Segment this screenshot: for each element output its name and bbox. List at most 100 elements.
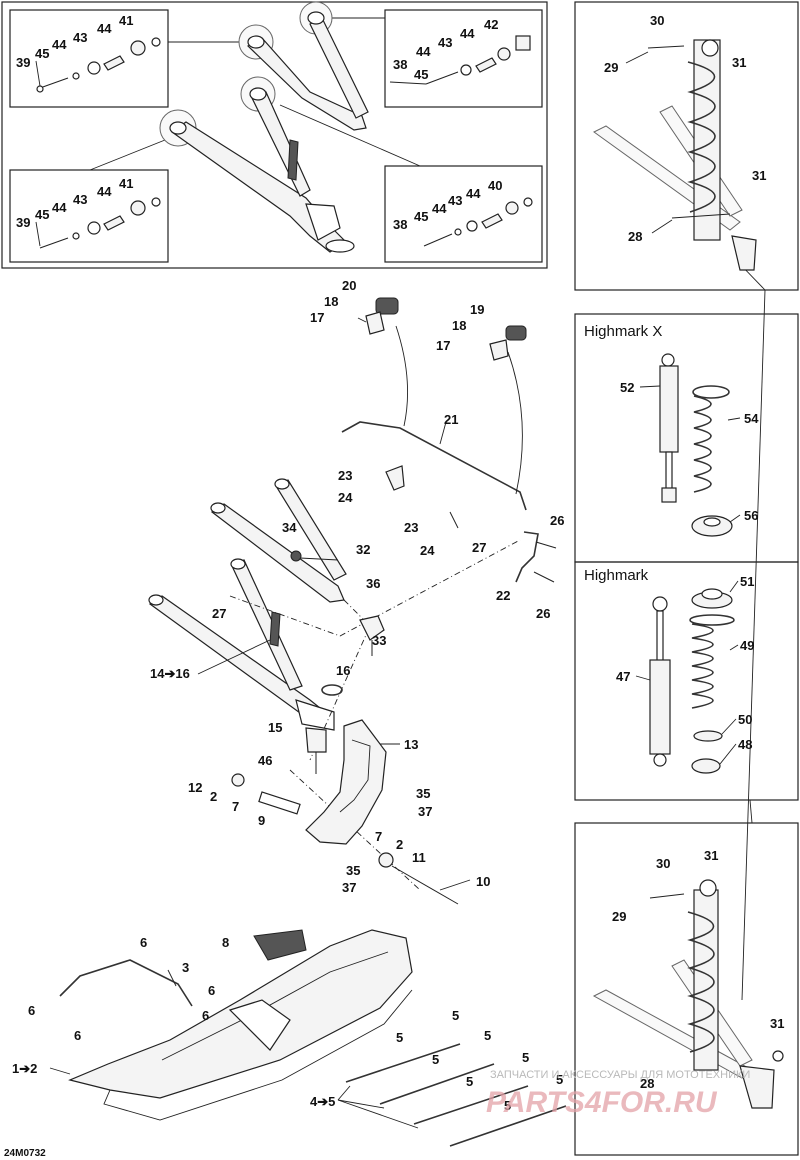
part-label: 32 [356, 542, 370, 557]
part-label: 6 [28, 1003, 35, 1018]
part-label: 31 [752, 168, 766, 183]
part-label: 23 [404, 520, 418, 535]
part-label: 26 [536, 606, 550, 621]
part-label: 48 [738, 737, 752, 752]
part-label: 43 [438, 35, 452, 50]
leader-lines [35, 51, 741, 1129]
part-label: 12 [188, 780, 202, 795]
highmark-spring-cap-drawing [691, 588, 733, 609]
part-label: 16 [336, 663, 350, 678]
shock-top-frame [574, 1, 799, 291]
part-label: 14➔16 [150, 666, 190, 681]
part-label: 52 [620, 380, 634, 395]
part-label: 5 [556, 1072, 563, 1087]
part-label: 5 [484, 1028, 491, 1043]
part-label: 24 [338, 490, 353, 505]
shock-top-drawing [593, 39, 757, 271]
part-label: 24 [420, 543, 435, 558]
part-label: 46 [258, 753, 272, 768]
part-label: 31 [732, 55, 746, 70]
part-label: 15 [268, 720, 282, 735]
highmark-x-frame [574, 313, 799, 563]
watermark-logo: PARTS4FOR.RU [486, 1086, 718, 1119]
shock-bottom-frame [574, 822, 799, 1156]
part-label: 40 [488, 178, 502, 193]
part-label: 39 [16, 215, 30, 230]
shock-bottom-drawing [592, 879, 784, 1109]
part-label: 13 [404, 737, 418, 752]
upper-a-arm-drawing [238, 1, 369, 131]
part-label: 30 [656, 856, 670, 871]
part-label: 42 [484, 17, 498, 32]
part-label: 5 [432, 1052, 439, 1067]
highmark-spring-drawing [689, 614, 735, 709]
part-label: 29 [612, 909, 626, 924]
part-label: 20 [342, 278, 356, 293]
part-label: 44 [52, 37, 67, 52]
part-label: 18 [324, 294, 338, 309]
part-label: 50 [738, 712, 752, 727]
part-label: 28 [628, 229, 642, 244]
part-label: 38 [393, 57, 407, 72]
part-label: 44 [416, 44, 431, 59]
part-label: 2 [396, 837, 403, 852]
part-label: 45 [414, 67, 428, 82]
part-label: 17 [436, 338, 450, 353]
part-label: 27 [472, 540, 486, 555]
part-label: 47 [616, 669, 630, 684]
part-label: 41 [119, 13, 133, 28]
part-label: 37 [342, 880, 356, 895]
part-label: 6 [202, 1008, 209, 1023]
part-label: 4➔5 [310, 1094, 335, 1109]
part-labels: 41 44 43 44 45 39 42 44 43 44 45 38 41 4… [4, 13, 784, 1159]
part-label: 38 [393, 217, 407, 232]
part-label: 30 [650, 13, 664, 28]
connector-line [89, 139, 166, 171]
part-label: 36 [366, 576, 380, 591]
inset-lower-right [384, 165, 543, 263]
part-label: 43 [448, 193, 462, 208]
part-label: 17 [310, 310, 324, 325]
part-label: 3 [182, 960, 189, 975]
part-label: 41 [119, 176, 133, 191]
part-label: 9 [258, 813, 265, 828]
ski-drawing [59, 929, 413, 1121]
part-label: 5 [504, 1098, 511, 1113]
part-label: 39 [16, 55, 30, 70]
inset-hardware-lower-left [39, 197, 161, 249]
part-label: 34 [282, 520, 297, 535]
part-label: 35 [346, 863, 360, 878]
part-label: 10 [476, 874, 490, 889]
connector-line [279, 104, 421, 167]
part-label: 11 [412, 850, 426, 865]
front-upper-a-arm-drawing [210, 478, 347, 603]
part-label: 45 [414, 209, 428, 224]
variant-title-highmark-x: Highmark X [584, 323, 662, 340]
lower-a-arm-drawing [159, 76, 355, 253]
part-label: 35 [416, 786, 430, 801]
part-label: 44 [432, 201, 447, 216]
runner-drawing [345, 1043, 567, 1147]
part-label: 56 [744, 508, 758, 523]
part-label: 8 [222, 935, 229, 950]
part-label: 54 [744, 411, 759, 426]
ball-joint-drawing [305, 615, 385, 774]
sway-bar-drawing [341, 297, 557, 583]
inset-hardware-upper-left [36, 37, 161, 93]
watermark-text: ЗАПЧАСТИ И АКСЕССУАРЫ ДЛЯ МОТОТЕХНИКИ [490, 1069, 750, 1081]
connector-line [749, 799, 753, 824]
part-label: 6 [140, 935, 147, 950]
highmark-x-spring-drawing [692, 385, 730, 493]
part-label: 37 [418, 804, 432, 819]
part-label: 5 [396, 1030, 403, 1045]
inset-hardware-upper-right [425, 35, 531, 85]
inset-upper-right [384, 9, 543, 108]
part-label: 1➔2 [12, 1061, 37, 1076]
part-label: 18 [452, 318, 466, 333]
highmark-lower-seat-drawing [691, 730, 723, 774]
part-label: 45 [35, 46, 49, 61]
part-label: 44 [97, 21, 112, 36]
part-label: 5 [466, 1074, 473, 1089]
part-label: 49 [740, 638, 754, 653]
